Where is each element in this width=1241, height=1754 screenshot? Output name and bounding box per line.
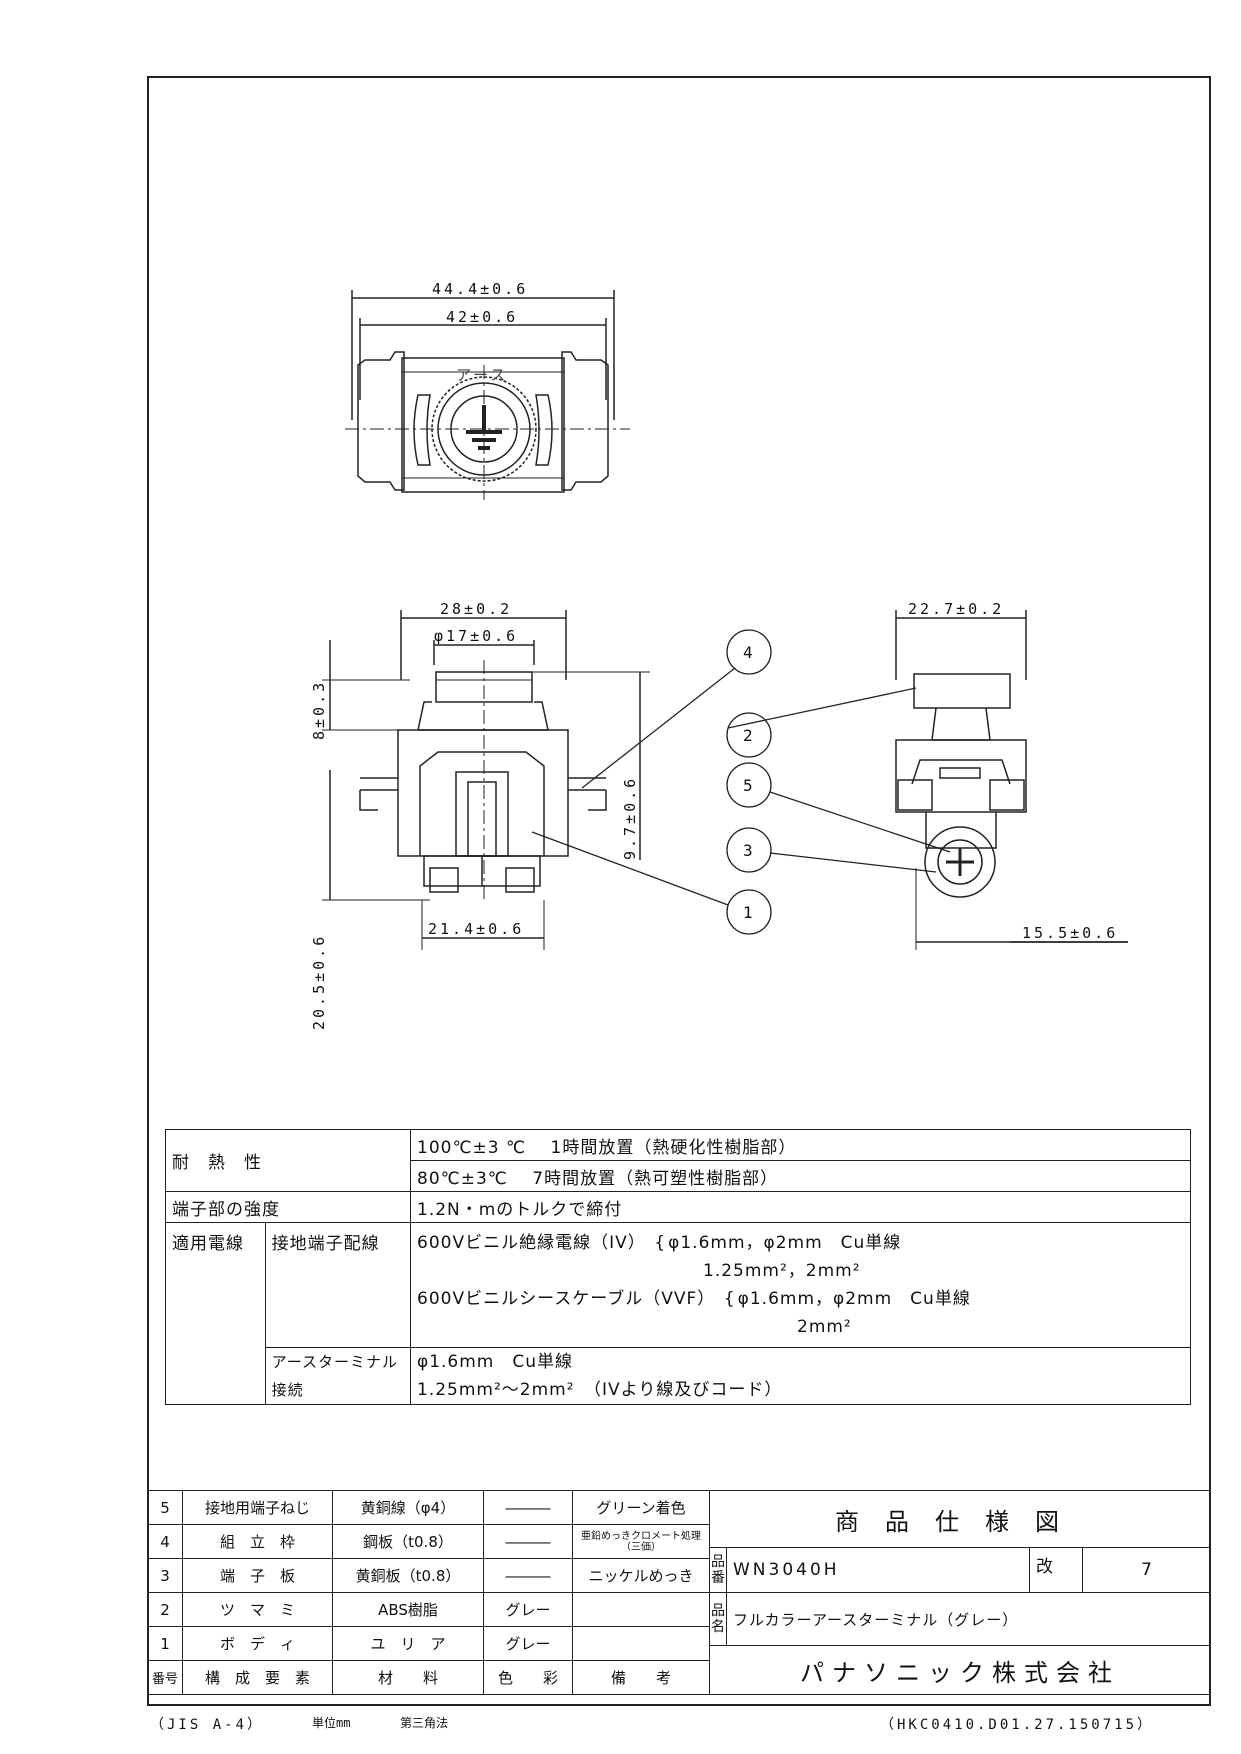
callout-5: 5 — [743, 776, 753, 795]
header-note: 備 考 — [572, 1660, 710, 1695]
dim-top-inner: 42±0.6 — [446, 308, 518, 326]
kai-label: 改 — [1029, 1547, 1083, 1593]
dim-front-knob: φ17±0.6 — [434, 627, 518, 645]
technical-drawing: 44.4±0.6 42±0.6 アース 28±0.2 φ17±0.6 8±0.3… — [310, 280, 1128, 1030]
table-row: 3 端 子 板 黄銅板（t0.8） ――― ニッケルめっき — [147, 1558, 710, 1593]
callouts — [531, 629, 951, 935]
part-no: 2 — [147, 1592, 183, 1627]
dim-side-bottom: 15.5±0.6 — [1022, 924, 1118, 942]
part-name: 接地用端子ねじ — [182, 1490, 333, 1525]
callout-2: 2 — [743, 726, 753, 745]
ground-label: 接地端子配線 — [264, 1222, 412, 1348]
table-row: 2 ツ マ ミ ABS樹脂 グレー — [147, 1592, 710, 1627]
footer-projection: 第三角法 — [400, 1716, 449, 1730]
part-no: 1 — [147, 1626, 183, 1661]
title: 商品仕様図 — [709, 1490, 1211, 1548]
part-name: ツ マ ミ — [182, 1592, 333, 1627]
part-color: グレー — [483, 1592, 573, 1627]
part-material: 黄銅線（φ4） — [332, 1490, 484, 1525]
wire-label: 適用電線 — [165, 1222, 266, 1405]
strength-label: 端子部の強度 — [165, 1191, 411, 1223]
footer-left: （JIS A-4） — [150, 1717, 265, 1733]
part-material: 黄銅板（t0.8） — [332, 1558, 484, 1593]
side-view — [895, 610, 1128, 950]
hinban-label: 品番 — [709, 1547, 727, 1593]
front-view — [322, 610, 650, 950]
dim-front-h3: 20.5±0.6 — [310, 934, 328, 1030]
header-color: 色 彩 — [483, 1660, 573, 1695]
top-view — [345, 290, 630, 500]
part-name: 端 子 板 — [182, 1558, 333, 1593]
part-no: 4 — [147, 1524, 183, 1559]
header-no: 番号 — [147, 1660, 183, 1695]
header-name: 構 成 要 素 — [182, 1660, 333, 1695]
part-color: ――― — [483, 1558, 573, 1593]
dim-side-width: 22.7±0.2 — [908, 600, 1004, 618]
strength-val: 1.2N・mのトルクで締付 — [410, 1191, 1191, 1223]
vvf-2: 2mm² — [797, 1317, 852, 1337]
callout-1: 1 — [743, 903, 753, 922]
part-name: 組 立 枠 — [182, 1524, 333, 1559]
heat-label: 耐 熱 性 — [165, 1129, 411, 1192]
drawing-frame — [147, 76, 1211, 1706]
earth-term-2: 接続 — [271, 1381, 304, 1399]
part-name: ボ デ ィ — [182, 1626, 333, 1661]
part-material: ユ リ ア — [332, 1626, 484, 1661]
vvf-name: 600Vビニルシースケーブル（VVF） — [417, 1289, 716, 1309]
part-material: ABS樹脂 — [332, 1592, 484, 1627]
part-no: 3 — [147, 1558, 183, 1593]
earth-term-label: アースターミナル 接続 — [264, 1347, 412, 1405]
heat-1: 100℃±3 ℃ 1時間放置（熱硬化性樹脂部） — [410, 1129, 1191, 1161]
hinmei-label: 品名 — [709, 1592, 727, 1646]
earth-text: アース — [456, 366, 508, 384]
table-row: 1 ボ デ ィ ユ リ ア グレー — [147, 1626, 710, 1661]
part-note: ニッケルめっき — [572, 1558, 710, 1593]
iv-name: 600Vビニル絶縁電線（IV） — [417, 1233, 646, 1253]
iv-2: 1.25mm²，2mm² — [703, 1261, 861, 1281]
header-material: 材 料 — [332, 1660, 484, 1695]
hinban: WN3040H — [726, 1547, 1030, 1593]
earth-val-1: φ1.6mm Cu単線 — [417, 1352, 574, 1372]
dim-top-outer: 44.4±0.6 — [432, 280, 528, 298]
part-color: グレー — [483, 1626, 573, 1661]
part-color: ――― — [483, 1490, 573, 1525]
hinmei: フルカラーアースターミナル（グレー） — [726, 1592, 1211, 1646]
kai: 7 — [1082, 1547, 1211, 1593]
part-material: 鋼板（t0.8） — [332, 1524, 484, 1559]
footer-unit: 単位mm — [312, 1716, 351, 1730]
part-no: 5 — [147, 1490, 183, 1525]
part-note: グリーン着色 — [572, 1490, 710, 1525]
footer-right: （HKC0410.D01.27.150715） — [880, 1717, 1155, 1733]
callout-3: 3 — [743, 841, 753, 860]
part-note — [572, 1592, 710, 1627]
dim-front-width: 28±0.2 — [440, 600, 512, 618]
callout-4: 4 — [743, 643, 753, 662]
table-row: 5 接地用端子ねじ 黄銅線（φ4） ――― グリーン着色 — [147, 1490, 710, 1525]
vvf-1: φ1.6mm，φ2mm Cu単線 — [737, 1289, 971, 1309]
dim-front-h2: 9.7±0.6 — [621, 776, 639, 860]
part-note — [572, 1626, 710, 1661]
heat-2: 80℃±3℃ 7時間放置（熱可塑性樹脂部） — [410, 1160, 1191, 1192]
title-block: 商品仕様図 品番 WN3040H 改 7 品名 フルカラーアースターミナル（グレ… — [709, 1490, 1211, 1695]
dim-front-bottom: 21.4±0.6 — [428, 920, 524, 938]
earth-val-2: 1.25mm²～2mm² （IVより線及びコード） — [417, 1380, 783, 1400]
spec-table: 耐 熱 性 100℃±3 ℃ 1時間放置（熱硬化性樹脂部） 80℃±3℃ 7時間… — [165, 1129, 1191, 1405]
parts-table: 5 接地用端子ねじ 黄銅線（φ4） ――― グリーン着色 4 組 立 枠 鋼板（… — [147, 1490, 710, 1695]
part-color: ――― — [483, 1524, 573, 1559]
table-header: 番号 構 成 要 素 材 料 色 彩 備 考 — [147, 1660, 710, 1695]
earth-term-values: φ1.6mm Cu単線 1.25mm²～2mm² （IVより線及びコード） — [410, 1347, 1191, 1405]
ground-wires: 600Vビニル絶縁電線（IV） {φ1.6mm，φ2mm Cu単線 1.25mm… — [410, 1222, 1191, 1348]
dim-front-h1: 8±0.3 — [310, 680, 328, 740]
company: パナソニック株式会社 — [709, 1645, 1211, 1695]
table-row: 4 組 立 枠 鋼板（t0.8） ――― 亜鉛めっきクロメート処理（三価） — [147, 1524, 710, 1559]
part-note: 亜鉛めっきクロメート処理（三価） — [572, 1524, 710, 1559]
earth-term-1: アースターミナル — [271, 1353, 398, 1371]
iv-1: φ1.6mm，φ2mm Cu単線 — [668, 1233, 902, 1253]
